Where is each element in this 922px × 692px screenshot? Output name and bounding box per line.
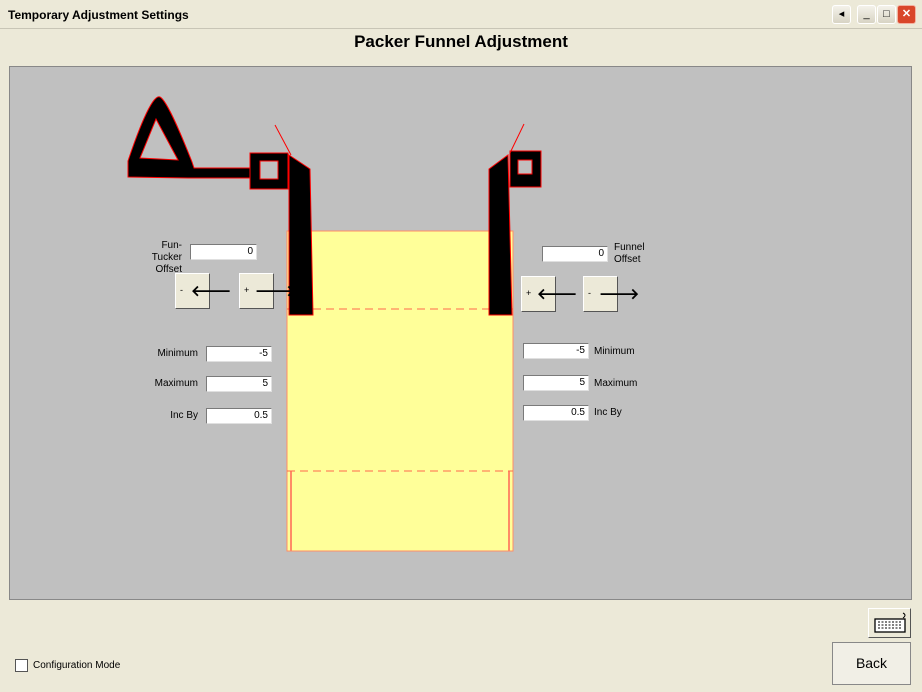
right-funnel-plate (488, 154, 513, 316)
back-arrow-button[interactable]: ◂ (832, 5, 851, 24)
left-funnel-plate (288, 154, 314, 316)
left-maximum-field[interactable]: 5 (206, 376, 272, 392)
fun-tucker-offset-field[interactable]: 0 (190, 244, 257, 260)
funnel-panel: Fun-Tucker Offset 0 - 🡐 + 🡒 Minimum -5 M… (9, 66, 912, 600)
page-title: Packer Funnel Adjustment (354, 32, 568, 51)
arrow-left-icon: 🡐 (537, 286, 578, 303)
keyboard-icon (874, 612, 906, 633)
left-minimum-field[interactable]: -5 (206, 346, 272, 362)
right-maximum-field[interactable]: 5 (523, 375, 589, 391)
right-incby-label: Inc By (594, 407, 622, 418)
maximize-button[interactable]: □ (877, 5, 896, 24)
tucker-handle-hole (139, 117, 179, 161)
left-incby-label: Inc By (170, 410, 198, 421)
funnel-diagram (127, 96, 542, 552)
right-minimum-field[interactable]: -5 (523, 343, 589, 359)
title-bar: Temporary Adjustment Settings ◂ _ □ ✕ (0, 0, 922, 29)
back-button[interactable]: Back (832, 642, 911, 685)
window-title: Temporary Adjustment Settings (8, 8, 189, 22)
funnel-decrease-button[interactable]: - 🡒 (583, 276, 639, 312)
left-minimum-label: Minimum (157, 348, 198, 359)
tucker-bracket-hole (259, 160, 279, 180)
left-incby-field[interactable]: 0.5 (206, 408, 272, 424)
fun-tucker-increase-button[interactable]: + 🡒 (239, 273, 295, 309)
fun-tucker-offset-label: Fun-Tucker Offset (151, 240, 182, 275)
funnel-increase-button[interactable]: + 🡐 (521, 276, 577, 312)
right-bracket-hole (517, 159, 533, 175)
fun-tucker-decrease-button[interactable]: - 🡐 (175, 273, 231, 309)
right-funnel-lip (509, 123, 525, 154)
configuration-mode-checkbox[interactable]: Configuration Mode (15, 659, 120, 672)
checkbox-box[interactable] (15, 659, 28, 672)
funnel-offset-label: Funnel Offset (614, 242, 645, 265)
arrow-left-icon: 🡐 (191, 283, 232, 300)
tucker-handle (127, 96, 255, 179)
funnel-offset-field[interactable]: 0 (542, 246, 608, 262)
left-maximum-label: Maximum (154, 378, 198, 389)
keyboard-button[interactable] (868, 608, 911, 638)
right-incby-field[interactable]: 0.5 (523, 405, 589, 421)
arrow-right-icon: 🡒 (255, 283, 296, 300)
right-minimum-label: Minimum (594, 346, 635, 357)
arrow-right-icon: 🡒 (599, 286, 640, 303)
close-button[interactable]: ✕ (897, 5, 916, 24)
bag-shape (286, 230, 514, 552)
right-maximum-label: Maximum (594, 378, 638, 389)
minimize-button[interactable]: _ (857, 5, 876, 24)
left-funnel-lip (274, 124, 292, 156)
